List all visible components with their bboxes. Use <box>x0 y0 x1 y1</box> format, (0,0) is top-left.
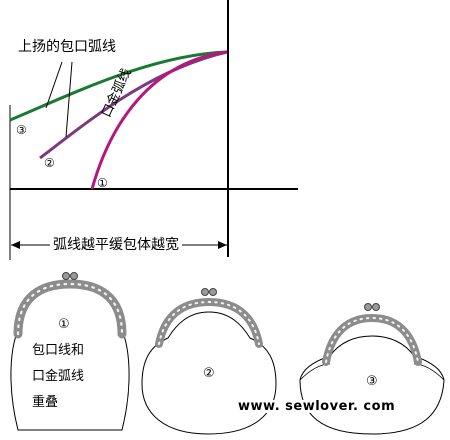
curve-2-purple <box>39 50 228 160</box>
bag-1-text-line3: 重叠 <box>32 395 59 410</box>
bag-1-text-line2: 口金弧线 <box>32 369 85 384</box>
bag-3-frame <box>322 313 422 366</box>
bag-2-frame-dots <box>158 300 260 345</box>
bag-2-clasp-ball-left <box>201 288 209 296</box>
curve-3-green <box>9 50 228 122</box>
bag-1 <box>10 272 130 431</box>
watermark-url: www. sewlover. com <box>238 399 396 414</box>
bag-1-clasp-ball-left <box>62 272 70 280</box>
bag-2-marker: ② <box>203 366 215 381</box>
curve-1-magenta <box>90 50 228 190</box>
marker-two-diagram: ② <box>44 156 55 170</box>
bag-1-text-line1: 包口线和 <box>32 343 85 358</box>
bag-1-frame-dots <box>16 282 124 336</box>
bag-3-clasp-ball-right <box>372 303 380 311</box>
bag-1-clasp-ball-right <box>70 272 78 280</box>
bag-1-body <box>10 321 130 431</box>
width-note: 弧线越平缓包体越宽 <box>50 238 182 252</box>
bag-1-marker: ① <box>58 317 70 332</box>
bag-2-clasp-ball-right <box>209 288 217 296</box>
marker-three-diagram: ③ <box>16 123 27 137</box>
marker-one-diagram: ① <box>97 176 108 190</box>
bag-3 <box>299 303 445 435</box>
width-arrow-left-head <box>11 241 20 249</box>
width-arrow-right-head <box>218 241 227 249</box>
bag-3-clasp-ball-left <box>364 303 372 311</box>
annotation-raised-bag-mouth-curve: 上扬的包口弧线 <box>18 39 116 55</box>
bag-3-marker: ③ <box>366 374 378 389</box>
leader-line-purple <box>65 61 73 138</box>
leader-line-green <box>45 61 63 109</box>
